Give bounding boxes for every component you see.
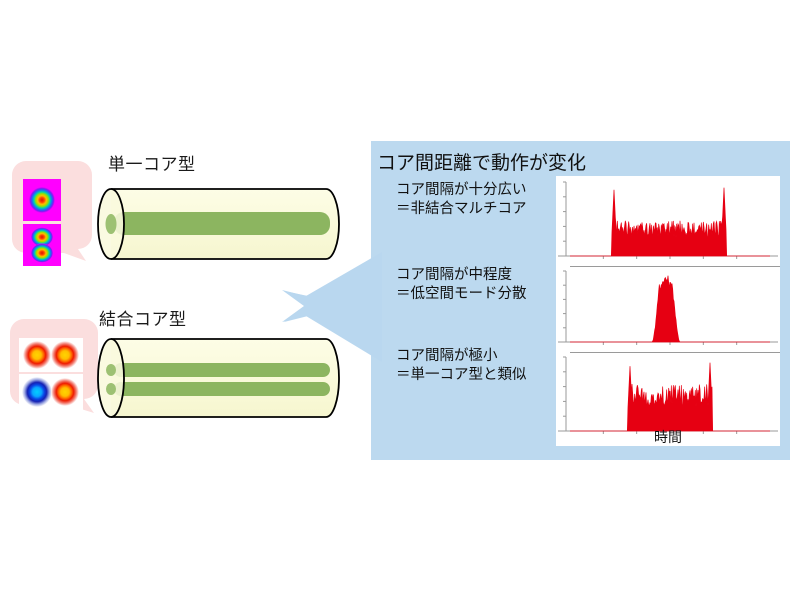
annotation-minimal-spacing-line2: ＝単一コア型と類似 <box>396 367 527 384</box>
chart-xaxis-label: 時間 <box>654 430 682 446</box>
chart-medium-spacing-svg <box>558 270 778 345</box>
impulse-response-charts <box>556 176 780 446</box>
panel-title: コア間距離で動作が変化 <box>377 152 587 174</box>
out-of-phase-supermode-icon <box>19 374 83 410</box>
chart-minimal-spacing <box>556 353 780 441</box>
annotation-wide-spacing: コア間隔が十分広い ＝非結合マルチコア <box>396 181 527 219</box>
coupled-core-label: 結合コア型 <box>99 310 187 330</box>
annotation-medium-spacing-line2: ＝低空間モード分散 <box>396 286 527 303</box>
chart-divider-2 <box>570 352 780 353</box>
chart-divider-1 <box>570 266 780 267</box>
coupled-core-fiber-diagram <box>97 338 340 418</box>
annotation-minimal-spacing-line1: コア間隔が極小 <box>396 348 498 364</box>
chart-trace <box>570 362 770 432</box>
flow-arrow <box>282 252 382 362</box>
annotation-medium-spacing-line1: コア間隔が中程度 <box>396 267 512 283</box>
annotation-minimal-spacing: コア間隔が極小 ＝単一コア型と類似 <box>396 347 527 385</box>
in-phase-supermode-icon <box>19 338 83 372</box>
annotation-medium-spacing: コア間隔が中程度 ＝低空間モード分散 <box>396 266 527 304</box>
chart-trace <box>570 187 770 257</box>
chart-wide-spacing-svg <box>558 181 778 259</box>
single-core-label: 単一コア型 <box>108 155 196 175</box>
chart-trace <box>570 275 770 343</box>
chart-wide-spacing <box>556 178 780 266</box>
chart-minimal-spacing-svg <box>558 356 778 434</box>
annotation-wide-spacing-line2: ＝非結合マルチコア <box>396 201 527 218</box>
fundamental-mode-icon <box>23 179 61 221</box>
annotation-wide-spacing-line1: コア間隔が十分広い <box>396 182 527 198</box>
higher-order-mode-icon <box>23 224 61 266</box>
single-core-fiber-diagram <box>97 188 340 260</box>
chart-medium-spacing <box>556 267 780 352</box>
